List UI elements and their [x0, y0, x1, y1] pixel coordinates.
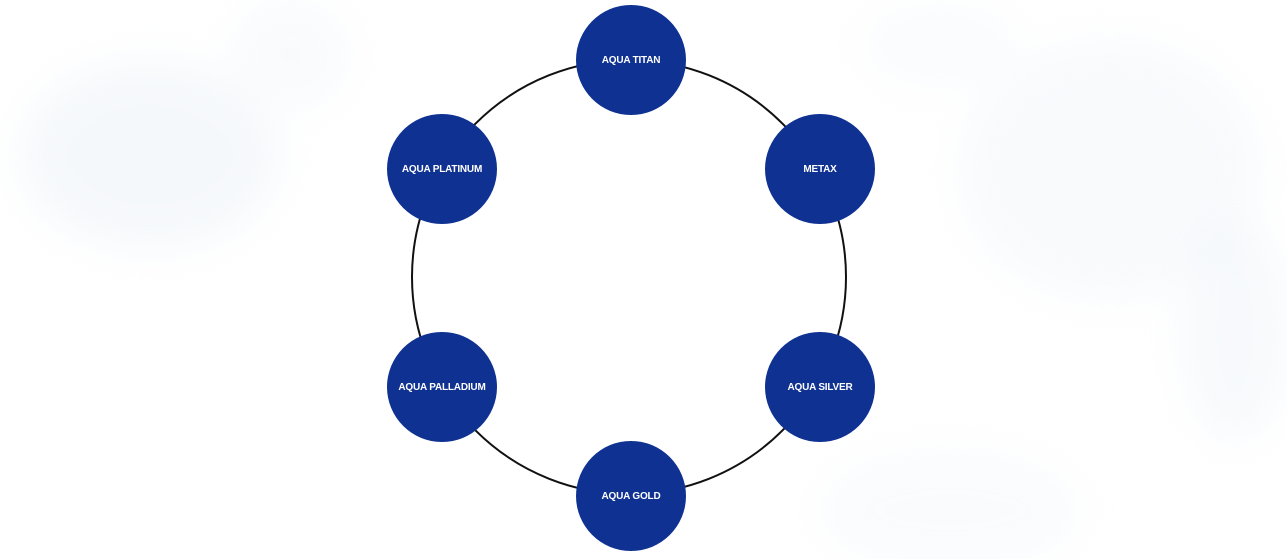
background-watermark [960, 40, 1260, 300]
background-watermark [860, 0, 1020, 90]
background-watermark [1180, 220, 1287, 440]
background-watermark [20, 60, 280, 250]
node-label: AQUA PALLADIUM [398, 381, 486, 393]
node-metax: METAX [765, 114, 875, 224]
node-aqua-platinum: AQUA PLATINUM [387, 114, 497, 224]
background-watermark [820, 450, 1080, 559]
background-watermark [230, 0, 350, 110]
node-aqua-palladium: AQUA PALLADIUM [387, 332, 497, 442]
node-label: METAX [803, 163, 837, 175]
node-label: AQUA SILVER [787, 381, 853, 393]
node-label: AQUA PLATINUM [401, 163, 483, 175]
node-label: AQUA TITAN [601, 54, 661, 66]
node-label: AQUA GOLD [601, 490, 661, 502]
node-aqua-silver: AQUA SILVER [765, 332, 875, 442]
node-aqua-titan: AQUA TITAN [576, 5, 686, 115]
node-aqua-gold: AQUA GOLD [576, 441, 686, 551]
